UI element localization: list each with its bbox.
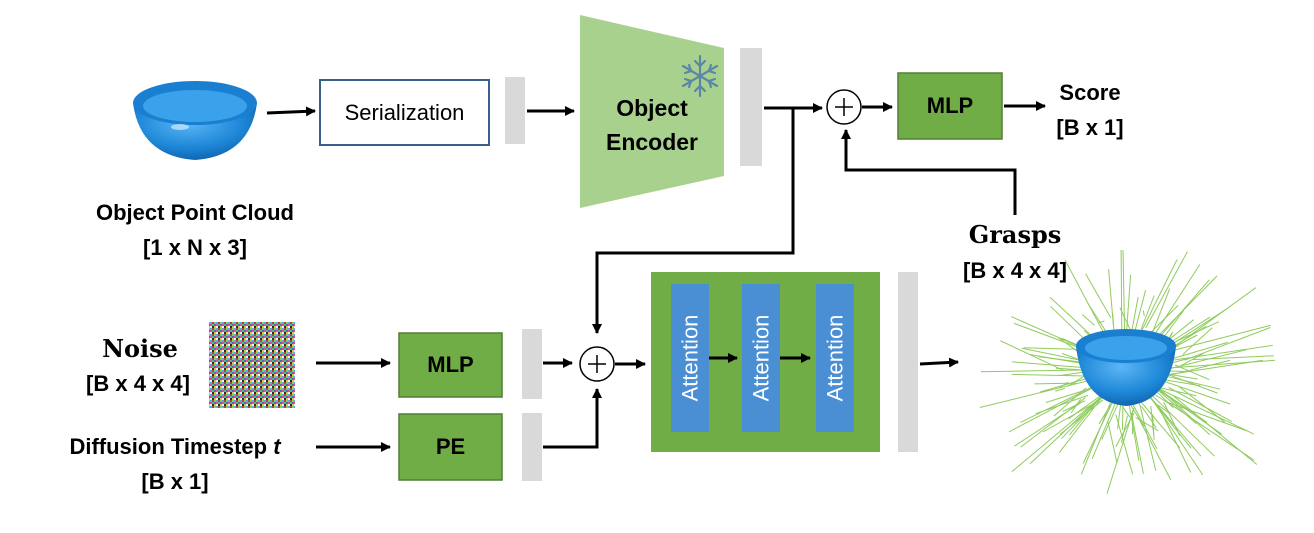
score-title: Score	[1059, 80, 1121, 105]
encoder-label-line2: Encoder	[605, 129, 699, 155]
mlp-top-box	[897, 72, 1003, 140]
arrow-cloud-to-serialization	[266, 106, 316, 117]
attention-block-2: Attention	[742, 284, 780, 432]
arrow-to-grasp-output	[919, 357, 959, 368]
plus-circle-icon-top	[826, 89, 862, 125]
attention-label-2: Attention	[748, 314, 773, 402]
pe-box	[398, 413, 503, 481]
attention-block-3: Attention	[816, 284, 854, 432]
plus-circle-icon-bottom	[579, 346, 615, 382]
encoder-label-line1: Object	[616, 95, 688, 121]
point-cloud-bowl-image	[133, 81, 257, 160]
point-cloud-title: Object Point Cloud	[96, 200, 294, 225]
arrow-pe-to-sum	[543, 388, 602, 449]
mlp-feature-bar	[522, 329, 542, 399]
timestep-title-text: Diffusion Timestep	[69, 434, 268, 459]
timestep-title: Diffusion Timestep t	[40, 433, 310, 461]
arrow-grasps-to-sum	[841, 129, 1017, 215]
encoder-feature-bar	[740, 48, 762, 166]
pe-feature-bar	[522, 413, 542, 481]
noise-title: Noise	[102, 334, 178, 363]
serialization-box	[319, 79, 490, 146]
arrow-encoder-to-lower-sum	[592, 108, 795, 334]
mlp-noise-box	[398, 332, 503, 398]
object-encoder-block	[580, 15, 724, 208]
noise-image	[209, 322, 295, 408]
timestep-variable: t	[273, 434, 281, 459]
score-shape: [B x 1]	[1056, 115, 1124, 140]
output-bowl-image	[1076, 329, 1176, 406]
timestep-shape: [B x 1]	[141, 469, 209, 494]
noise-shape: [B x 4 x 4]	[86, 371, 190, 396]
attention-label-1: Attention	[677, 314, 702, 402]
attention-feature-bar	[898, 272, 918, 452]
serialized-feature-bar	[505, 77, 525, 144]
pe-label: PE	[435, 434, 466, 459]
mlp-noise-label: MLP	[427, 352, 474, 377]
grasps-shape: [B x 4 x 4]	[963, 258, 1067, 283]
attention-block-1: Attention	[671, 284, 709, 432]
serialization-label: Serialization	[344, 99, 465, 125]
snowflake-icon	[681, 54, 719, 98]
point-cloud-shape: [1 x N x 3]	[143, 235, 247, 260]
grasps-title: Grasps	[968, 220, 1062, 249]
mlp-top-label: MLP	[926, 93, 974, 118]
attention-label-3: Attention	[822, 314, 847, 402]
